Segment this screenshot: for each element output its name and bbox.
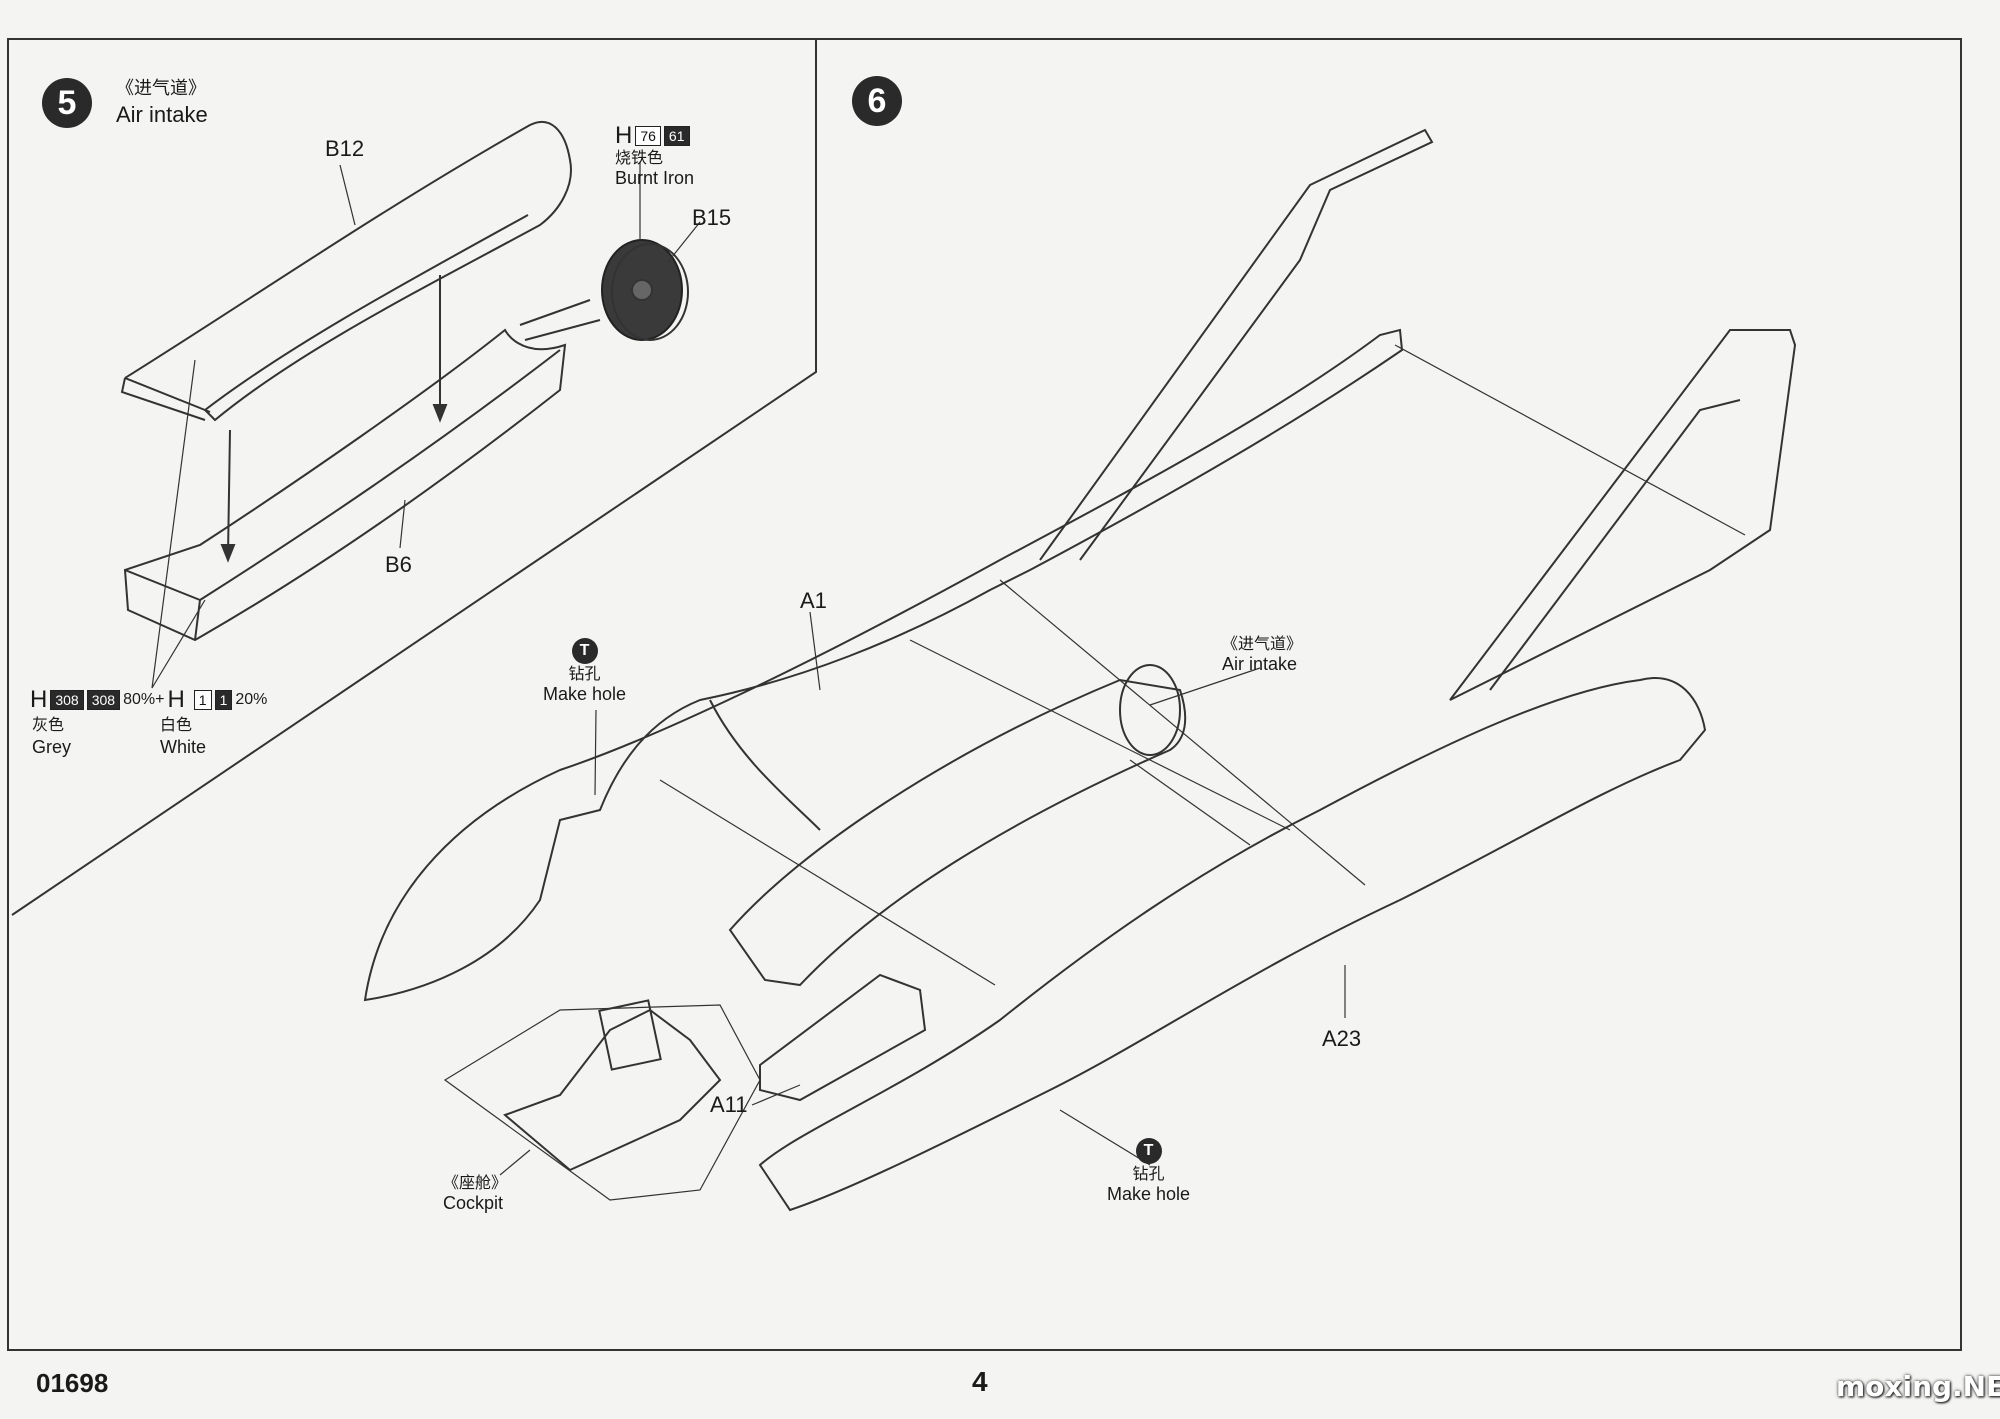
paint-burnt-iron: H 76 61 烧铁色 Burnt Iron bbox=[615, 122, 694, 189]
kit-code: 01698 bbox=[36, 1368, 109, 1398]
drill-label-cn: 钻孔 bbox=[568, 666, 601, 683]
step5-title-cn: 《进气道》 bbox=[116, 78, 206, 98]
part-a1-drawing bbox=[363, 328, 1404, 1002]
part-b6-drawing bbox=[123, 328, 567, 642]
drill-icon: T bbox=[571, 638, 598, 664]
part-a23-drawing bbox=[758, 677, 1707, 1212]
mix-percent: 80%+ bbox=[123, 690, 165, 708]
color-name-cn: 白色 bbox=[160, 717, 193, 734]
paint-mix-grey-white: H 308 308 80%+ H 1 1 20% bbox=[30, 686, 267, 714]
intake-duct-drawing bbox=[728, 678, 1187, 987]
callout-cockpit: 《座舱》 Cockpit bbox=[443, 1175, 507, 1214]
part-label-a1: A1 bbox=[800, 588, 827, 613]
drill-label-en: Make hole bbox=[543, 684, 627, 705]
step5-title-en: Air intake bbox=[116, 102, 208, 127]
callout-en: Cockpit bbox=[443, 1193, 504, 1214]
drill-icon: T bbox=[1135, 1138, 1162, 1164]
drill-label-en: Make hole bbox=[1107, 1184, 1191, 1205]
drill-instruction-bottom: T 钻孔 Make hole bbox=[1107, 1138, 1190, 1205]
page-frame bbox=[7, 38, 1962, 1351]
color-code-chip: 308 bbox=[86, 689, 121, 710]
callout-en: Air intake bbox=[1222, 654, 1298, 675]
part-label-b15: B15 bbox=[692, 205, 732, 230]
part-b12-drawing bbox=[120, 120, 572, 422]
drill-instruction-top: T 钻孔 Make hole bbox=[543, 638, 626, 705]
color-name-cn: 灰色 bbox=[32, 717, 65, 734]
callout-air-intake: 《进气道》 Air intake bbox=[1222, 636, 1302, 675]
color-code-chip: 61 bbox=[663, 125, 690, 146]
color-name-en: Grey bbox=[32, 737, 72, 757]
site-watermark: moxing.NET bbox=[1836, 1370, 2000, 1403]
color-name-en: Burnt Iron bbox=[615, 167, 695, 188]
color-code-chip: 1 bbox=[214, 689, 233, 710]
color-code-chip: 308 bbox=[50, 689, 84, 710]
callout-cn: 《座舱》 bbox=[443, 1175, 508, 1192]
color-name-cn: 烧铁色 bbox=[615, 149, 664, 167]
step5-number-badge: 5 bbox=[42, 78, 92, 128]
hobby-color-letter: H bbox=[615, 122, 633, 149]
part-a11-drawing bbox=[759, 973, 927, 1102]
callout-cn: 《进气道》 bbox=[1222, 636, 1303, 653]
part-label-b6: B6 bbox=[385, 552, 412, 577]
color-code-chip: 76 bbox=[635, 125, 661, 146]
part-label-a23: A23 bbox=[1322, 1026, 1362, 1051]
page-number: 4 bbox=[972, 1366, 988, 1397]
hobby-color-letter: H bbox=[167, 686, 185, 713]
step6-number-badge: 6 bbox=[852, 76, 902, 126]
drill-label-cn: 钻孔 bbox=[1132, 1166, 1165, 1183]
color-name-en: White bbox=[160, 737, 207, 757]
mix-percent: 20% bbox=[235, 690, 268, 708]
part-label-a11: A11 bbox=[710, 1092, 748, 1117]
cockpit-tub-drawing bbox=[503, 1008, 722, 1172]
color-code-chip: 1 bbox=[193, 689, 212, 710]
part-label-b12: B12 bbox=[325, 136, 365, 161]
hobby-color-letter: H bbox=[30, 686, 48, 713]
step5-panel-border bbox=[11, 38, 817, 916]
